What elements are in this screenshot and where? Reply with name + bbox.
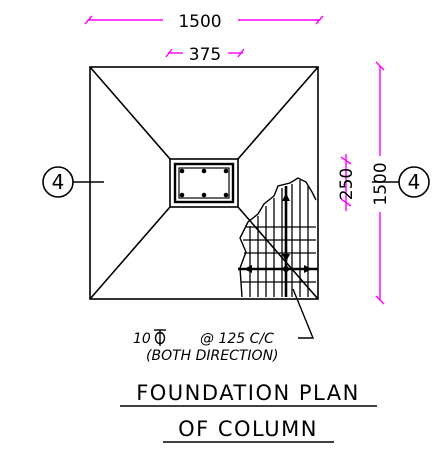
title-line-2: OF COLUMN (178, 417, 318, 441)
column-bar (201, 168, 207, 174)
pedestal (169, 158, 239, 208)
title-line-1: FOUNDATION PLAN (136, 381, 360, 405)
dim-tick (165, 48, 173, 58)
rebar-note-direction: (BOTH DIRECTION) (146, 348, 279, 364)
grid-tag-left: 4 (52, 170, 65, 194)
arrow-up-icon (282, 193, 290, 201)
dim-tick (237, 48, 245, 58)
dim-text-top-overall: 1500 (178, 12, 221, 32)
column-bar (179, 168, 185, 174)
rebar-intersection-dot (283, 266, 289, 272)
slope-line-bottom-left (89, 206, 171, 300)
rebar-note-bar: 10 (133, 331, 151, 347)
rebar-leader-line (292, 288, 315, 339)
dim-tick (340, 198, 352, 207)
column-bar (201, 192, 207, 198)
bar-diameter-icon (154, 329, 166, 346)
footing-outline (89, 66, 319, 300)
pedestal-outline (169, 158, 239, 208)
arrow-down-icon (282, 254, 290, 262)
dim-tick (84, 15, 93, 25)
dim-tick (315, 15, 324, 25)
right-dimensions (340, 61, 385, 305)
dim-tick (375, 61, 385, 71)
slope-line-top-left (89, 66, 171, 160)
rebar-vertical-bars (249, 180, 309, 297)
dim-text-top-pedestal: 375 (189, 45, 221, 65)
dim-tick (340, 156, 352, 165)
rebar-note: 10 @ 125 C/C (BOTH DIRECTION) (133, 329, 279, 364)
grid-tag-right: 4 (408, 170, 421, 194)
column-bar (223, 192, 229, 198)
column-bar (223, 168, 229, 174)
reinforcement-cutaway (238, 177, 318, 298)
column-bar (179, 192, 185, 198)
column-stirrup (178, 167, 230, 199)
footing (89, 66, 319, 300)
drawing-title: FOUNDATION PLAN OF COLUMN (120, 381, 377, 443)
arrow-left-icon (244, 265, 252, 273)
cutaway-break-line (239, 177, 317, 298)
rebar-note-spacing: @ 125 C/C (200, 331, 274, 347)
slope-line-top-right (237, 66, 319, 160)
arrow-right-icon (304, 265, 312, 273)
dim-tick (375, 295, 385, 305)
column-bars (179, 168, 229, 198)
dim-text-right-overall: 1500 (371, 162, 391, 205)
dim-text-right-pedestal: 250 (337, 168, 357, 200)
column-outline (173, 162, 235, 204)
rebar-arrows (244, 193, 312, 273)
grid-marker-right: 4 (372, 166, 430, 198)
top-dimensions (84, 15, 324, 58)
grid-marker-left: 4 (42, 166, 104, 198)
